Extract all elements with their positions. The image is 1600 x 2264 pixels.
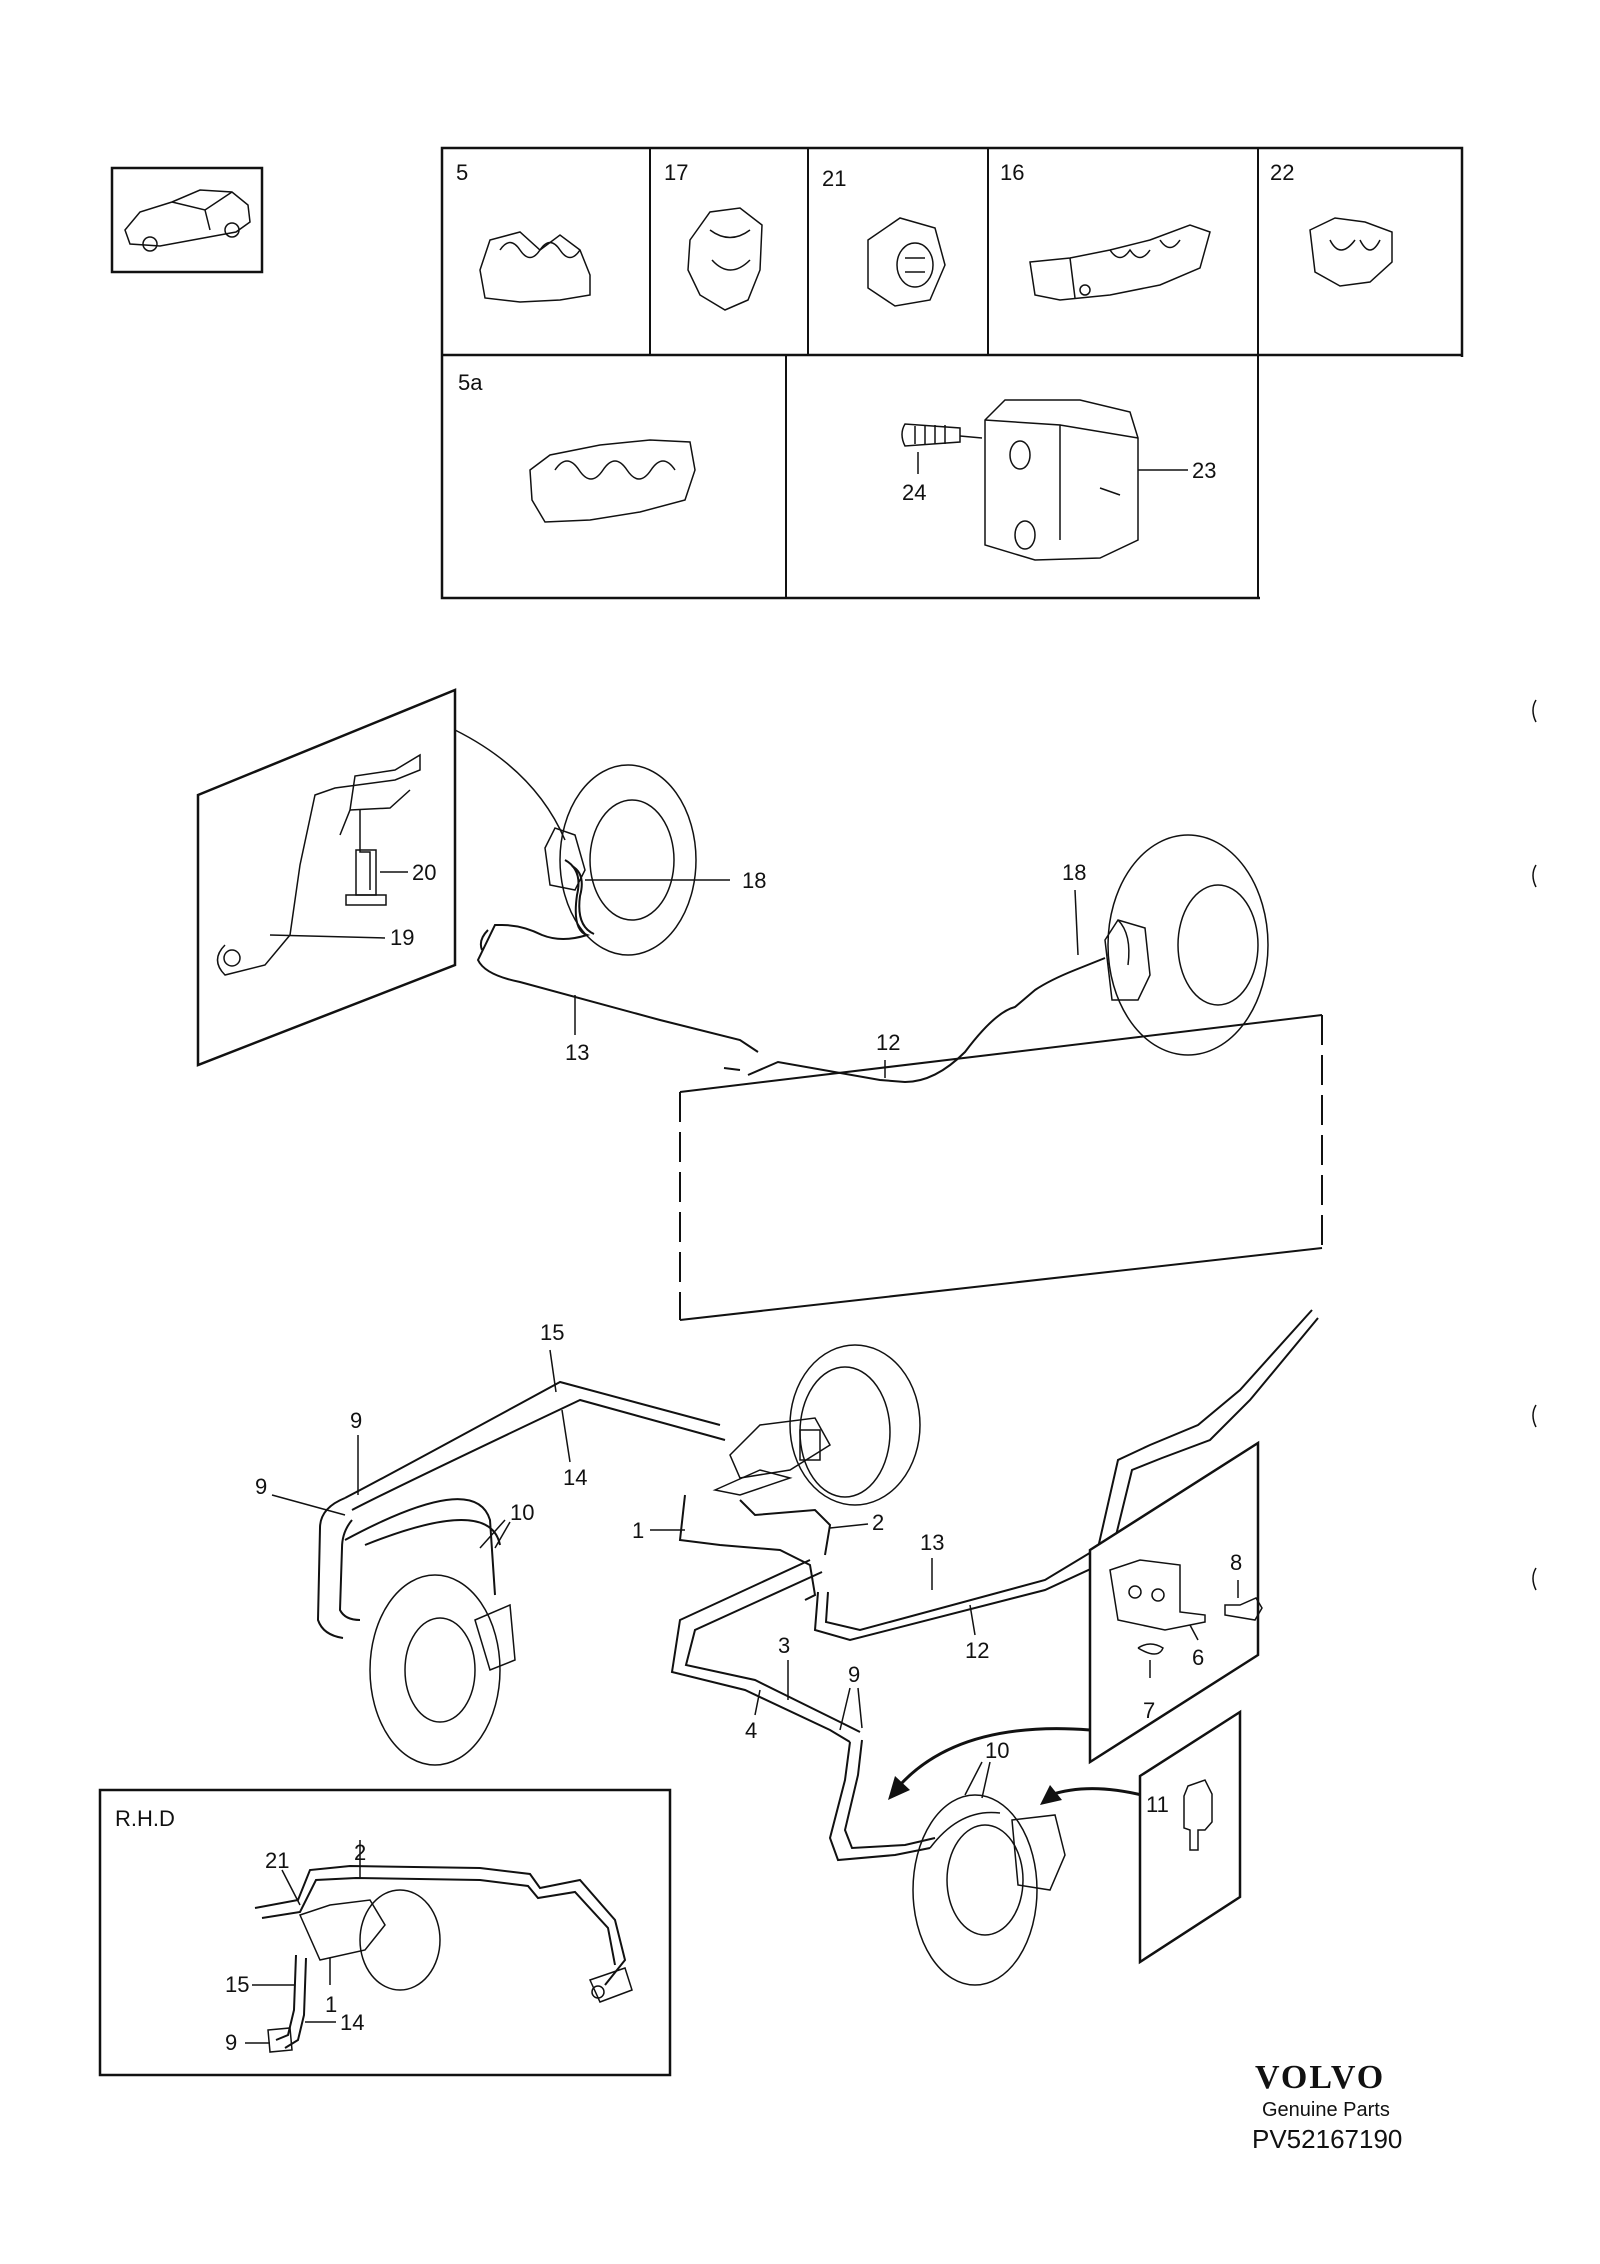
part-label-5a: 5a [458, 370, 483, 395]
callout-6: 6 [1192, 1645, 1204, 1670]
rhd-callout-14: 14 [340, 2010, 364, 2035]
clip-5a-drawing [529, 439, 696, 523]
callout-14: 14 [563, 1465, 587, 1490]
diagram-code: PV52167190 [1252, 2124, 1402, 2154]
callout-1: 1 [632, 1518, 644, 1543]
vehicle-thumbnail [110, 166, 264, 274]
callout-12-upper: 12 [876, 1030, 900, 1055]
callout-18-right: 18 [1062, 860, 1086, 885]
front-right-brake [912, 1794, 1066, 1986]
rhd-callout-15: 15 [225, 1972, 249, 1997]
rhd-callout-21: 21 [265, 1848, 289, 1873]
genuine-parts-tagline: Genuine Parts [1262, 2099, 1390, 2121]
rhd-callout-9: 9 [225, 2030, 237, 2055]
rear-left-brake [454, 729, 759, 1053]
main-pipe-network [316, 1309, 1319, 1862]
callout-13-upper: 13 [565, 1040, 589, 1065]
callout-11: 11 [1146, 1792, 1169, 1817]
rhd-title: R.H.D [115, 1806, 175, 1831]
part-label-22: 22 [1270, 160, 1294, 185]
parts-grid: 5 17 21 16 22 5a [440, 146, 1464, 600]
callout-3: 3 [778, 1633, 790, 1658]
front-left-brake [369, 1574, 516, 1766]
callout-2: 2 [872, 1510, 884, 1535]
grommet-21-drawing [867, 217, 946, 307]
clip-5-drawing [479, 231, 591, 303]
callout-10-left: 10 [510, 1500, 534, 1525]
callout-12-lower: 12 [965, 1638, 989, 1663]
callout-9-lower: 9 [848, 1662, 860, 1687]
callout-15: 15 [540, 1320, 564, 1345]
bracket-panel [196, 688, 457, 1067]
margin-marks [1532, 699, 1537, 1591]
callout-9-upper: 9 [350, 1408, 362, 1433]
part-label-24: 24 [902, 480, 926, 505]
callout-13-lower: 13 [920, 1530, 944, 1555]
callout-4: 4 [745, 1718, 757, 1743]
callout-19: 19 [390, 925, 414, 950]
rhd-inset [98, 1788, 672, 2077]
callout-9-left: 9 [255, 1474, 267, 1499]
part-label-21: 21 [822, 166, 846, 191]
bleeder-panel [1138, 1709, 1242, 1965]
rhd-callout-1: 1 [325, 1992, 337, 2017]
part-label-5: 5 [456, 160, 468, 185]
rhd-callout-2: 2 [354, 1840, 366, 1865]
bracket-panel-lower [1088, 1440, 1263, 1765]
rear-brake-line-12 [723, 957, 1106, 1084]
clip-22-drawing [1309, 217, 1393, 287]
callout-8: 8 [1230, 1550, 1242, 1575]
brake-booster-master-cylinder [712, 1344, 921, 1506]
volvo-logo: VOLVO [1255, 2059, 1385, 2096]
rear-right-brake [1104, 834, 1269, 1056]
dashed-frame [679, 1014, 1323, 1321]
part-label-17: 17 [664, 160, 688, 185]
clip-16-drawing [1029, 224, 1211, 301]
callout-20: 20 [412, 860, 436, 885]
callout-18-left: 18 [742, 868, 766, 893]
callout-7: 7 [1143, 1698, 1155, 1723]
clip-17-drawing [687, 207, 763, 311]
part-label-23: 23 [1192, 458, 1216, 483]
callout-10-right: 10 [985, 1738, 1009, 1763]
block-23-drawing [901, 399, 1188, 561]
part-label-16: 16 [1000, 160, 1024, 185]
